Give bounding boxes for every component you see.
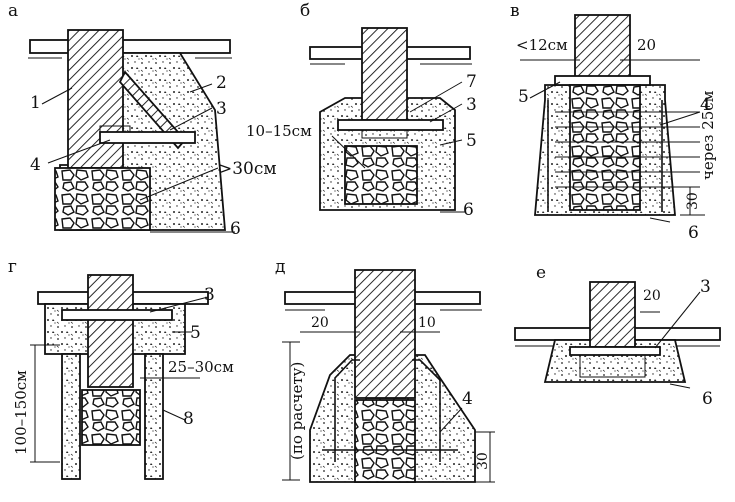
panel-e: е 20 3 6 <box>514 263 721 409</box>
callout-1: 1 <box>30 93 41 113</box>
callout-6: 6 <box>463 200 474 220</box>
callout-6: 6 <box>688 223 699 243</box>
steel-channel-left <box>334 359 360 462</box>
callout-4: 4 <box>700 95 711 115</box>
brick-pillar <box>67 29 124 169</box>
brace <box>118 70 187 150</box>
callout-5: 5 <box>518 87 529 107</box>
rubble-footing <box>354 399 416 483</box>
panel-v: в <12см 20 5 4 через 25см 30 6 <box>510 1 717 243</box>
wedge-packing <box>99 125 131 133</box>
callout-3: 3 <box>700 277 711 297</box>
callout-3: 3 <box>466 95 477 115</box>
dimension-30: 30 <box>475 452 491 470</box>
steel-beam <box>99 131 196 144</box>
steel-beam <box>61 309 173 321</box>
rubble-footing <box>579 354 646 378</box>
panel-b: б 7 3 5 6 10–15см <box>246 1 477 220</box>
callout-4: 4 <box>462 389 473 409</box>
rubble-footing <box>54 167 151 231</box>
brick-pillar <box>574 14 631 86</box>
callout-3: 3 <box>204 285 215 305</box>
dimension-100-150: 100–150см <box>12 370 30 455</box>
dimension-20: 20 <box>311 315 329 331</box>
panel-letter-a: а <box>8 1 18 21</box>
dimension-gt30: >30см <box>218 159 277 179</box>
dimension-30: 30 <box>685 192 701 210</box>
panel-letter-v: в <box>510 1 520 21</box>
panel-letter-b: б <box>300 1 310 21</box>
brick-pillar <box>589 281 636 348</box>
panel-d: д 20 10 (по расчету) 4 30 <box>275 257 495 483</box>
dimension-25-30: 25–30см <box>168 358 234 376</box>
dimension-10-15: 10–15см <box>246 122 312 140</box>
callout-3: 3 <box>216 99 227 119</box>
steel-channel-right <box>412 359 441 462</box>
steel-beam <box>337 119 444 131</box>
dimension-20: 20 <box>643 288 661 304</box>
panel-letter-g: г <box>8 257 17 277</box>
panel-g: г 3 5 25–30см 8 100–150см <box>8 257 234 480</box>
rubble-footing <box>344 145 418 205</box>
brick-pillar <box>354 269 416 399</box>
brick-pillar <box>361 27 408 121</box>
rubble-footing <box>81 389 141 446</box>
floor-slab <box>29 39 231 54</box>
dimension-lt12: <12см <box>516 36 568 54</box>
callout-5: 5 <box>190 323 201 343</box>
callout-6: 6 <box>702 389 713 409</box>
dimension-calc: (по расчету) <box>288 362 306 460</box>
panel-letter-d: д <box>275 257 285 277</box>
callout-5: 5 <box>466 131 477 151</box>
steel-beam <box>554 75 651 86</box>
callout-8: 8 <box>183 409 194 429</box>
dimension-10: 10 <box>418 315 436 331</box>
dimension-20: 20 <box>637 36 656 54</box>
dimension-spacing: через 25см <box>699 90 717 180</box>
steel-beam <box>569 346 661 356</box>
rubble-core <box>569 84 641 211</box>
pile-right <box>144 353 164 480</box>
callout-2: 2 <box>216 73 227 93</box>
panel-a: а 1 2 3 4 6 >30см <box>8 1 277 239</box>
callout-6: 6 <box>230 219 241 239</box>
pile-left <box>61 353 81 480</box>
callout-4: 4 <box>30 155 41 175</box>
wedge-packing <box>361 129 408 139</box>
brick-pillar <box>87 274 134 388</box>
callout-7: 7 <box>466 72 477 92</box>
panel-letter-e: е <box>536 263 546 283</box>
